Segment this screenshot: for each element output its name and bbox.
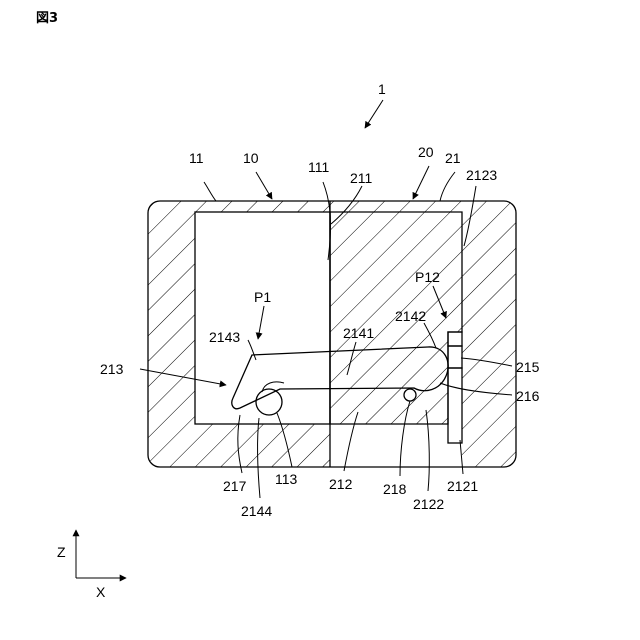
label-217: 217 — [223, 478, 247, 494]
label-2122: 2122 — [413, 496, 444, 512]
label-111: 111 — [308, 159, 329, 175]
label-21: 21 — [445, 150, 461, 166]
label-2121: 2121 — [447, 478, 478, 494]
z-axis-label: Z — [57, 544, 66, 560]
axis-indicator: Z X — [57, 530, 126, 600]
slot-member-2121 — [448, 368, 462, 443]
x-axis-label: X — [96, 584, 106, 600]
shaft-113 — [256, 389, 282, 415]
label-2143: 2143 — [209, 329, 240, 345]
label-1: 1 — [378, 81, 386, 97]
label-216: 216 — [516, 388, 540, 404]
label-2142: 2142 — [395, 308, 426, 324]
label-P12: P12 — [415, 269, 440, 285]
label-2141: 2141 — [343, 325, 374, 341]
slot-top-block — [448, 332, 462, 346]
housing — [148, 201, 516, 467]
label-10: 10 — [243, 150, 259, 166]
label-211: 211 — [350, 170, 373, 186]
seal-215 — [448, 346, 462, 368]
label-P1: P1 — [254, 289, 271, 305]
label-212: 212 — [329, 476, 353, 492]
label-218: 218 — [383, 481, 407, 497]
label-215: 215 — [516, 359, 540, 375]
label-2123: 2123 — [466, 167, 497, 183]
cavity-left — [195, 212, 330, 424]
label-2144: 2144 — [241, 503, 272, 519]
label-113: 113 — [275, 471, 298, 487]
lever-hook-inner — [262, 382, 284, 392]
figure-title: 図3 — [36, 11, 58, 26]
label-20: 20 — [418, 144, 434, 160]
label-213: 213 — [100, 361, 124, 377]
label-11: 11 — [189, 150, 204, 166]
